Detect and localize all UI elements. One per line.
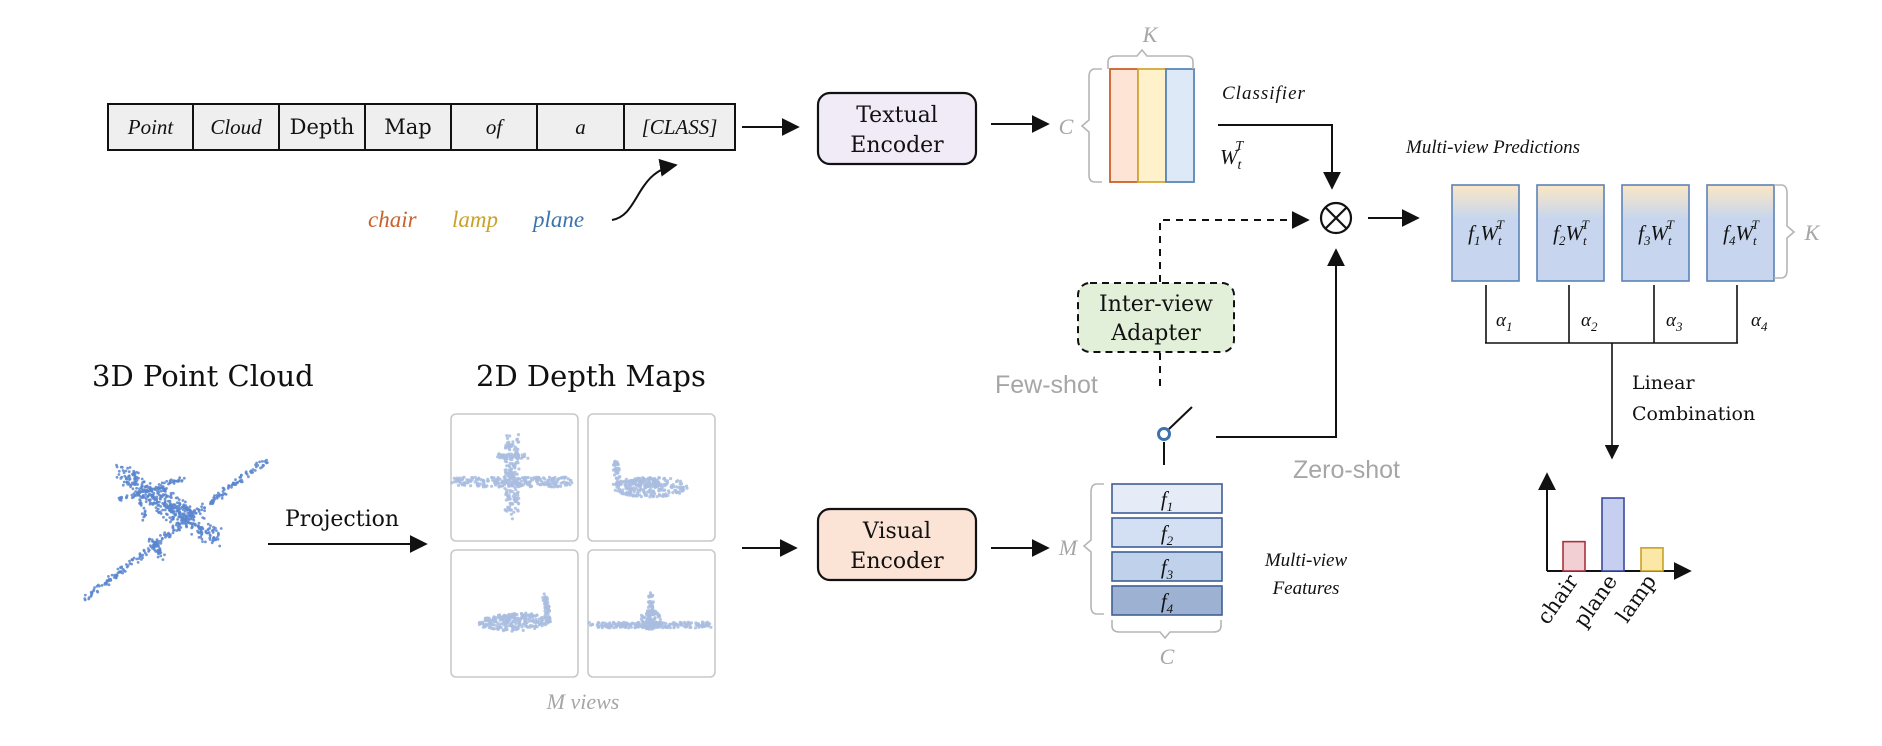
prompt-token-cell bbox=[278, 103, 366, 151]
feature-label: f3 bbox=[1161, 555, 1174, 582]
classifier-weight-columns bbox=[1109, 68, 1195, 183]
multiply-operator bbox=[1319, 201, 1353, 235]
classifier-column bbox=[1137, 68, 1167, 183]
classifier-dim-c: C bbox=[1059, 114, 1074, 139]
airplane-point-cloud bbox=[83, 458, 269, 602]
feature-cell bbox=[1111, 551, 1223, 582]
prompt-token-text: of bbox=[486, 115, 506, 139]
chart-category-label: lamp bbox=[1611, 570, 1661, 627]
predictions-k-brace bbox=[1774, 184, 1796, 279]
prompt-token-cell bbox=[107, 103, 194, 151]
multi-view-feature-stack: f1 f2 f3 f4 bbox=[1111, 483, 1223, 616]
prompt-token-text: Cloud bbox=[210, 115, 262, 139]
depth-silhouettes bbox=[450, 433, 713, 633]
prompt-token-text: Depth bbox=[290, 115, 355, 139]
classifier-dim-k: K bbox=[1142, 22, 1159, 47]
prediction-expression: f2WtT bbox=[1553, 217, 1589, 248]
textual-encoder-label-2: Encoder bbox=[850, 133, 944, 158]
prediction-box bbox=[1706, 184, 1775, 282]
visual-encoder-label-1: Visual bbox=[862, 519, 931, 544]
chart-bar-plane bbox=[1601, 497, 1625, 572]
alpha-weight-label: α4 bbox=[1751, 310, 1768, 334]
inter-view-adapter-box bbox=[1077, 282, 1235, 353]
depth-maps-title: 2D Depth Maps bbox=[476, 359, 706, 393]
prediction-expression: f3WtT bbox=[1638, 217, 1674, 248]
class-word-chair: chair bbox=[368, 207, 418, 232]
few-shot-label: Few-shot bbox=[995, 371, 1098, 399]
zero-shot-label: Zero-shot bbox=[1293, 456, 1400, 484]
alpha-weight-label: α2 bbox=[1581, 310, 1598, 334]
prediction-box bbox=[1621, 184, 1690, 282]
textual-encoder-box bbox=[816, 91, 978, 166]
combination-label-2: Combination bbox=[1632, 403, 1755, 425]
prompt-token-text: Map bbox=[384, 115, 431, 139]
classifier-column bbox=[1165, 68, 1195, 183]
arrow-class-into-prompt bbox=[611, 158, 678, 221]
classifier-label: Classifier bbox=[1222, 83, 1306, 104]
prompt-token-text: a bbox=[575, 115, 586, 139]
features-label-2: Features bbox=[1272, 578, 1340, 599]
feature-cell bbox=[1111, 483, 1223, 514]
arrow-classifier-to-multiply bbox=[1218, 124, 1341, 190]
classifier-c-brace bbox=[1080, 68, 1102, 183]
feature-cell bbox=[1111, 585, 1223, 616]
feature-label: f4 bbox=[1161, 589, 1174, 616]
classifier-weight-symbol: WtT bbox=[1220, 139, 1244, 173]
prompt-token-text: [CLASS] bbox=[642, 115, 718, 139]
prompt-token-text: Point bbox=[127, 115, 175, 139]
features-dim-m: M bbox=[1058, 535, 1079, 560]
prediction-expression: f4WtT bbox=[1723, 217, 1759, 248]
classifier-k-brace bbox=[1107, 48, 1194, 69]
prompt-token-cell bbox=[536, 103, 625, 151]
projection-label: Projection bbox=[285, 507, 399, 532]
prompt-token-cell bbox=[450, 103, 538, 151]
weighting-tree bbox=[1485, 285, 1738, 344]
alpha-weight-label: α3 bbox=[1666, 310, 1683, 334]
prompt-token-cell bbox=[623, 103, 736, 151]
chart-bar-chair bbox=[1562, 540, 1586, 572]
prediction-boxes: f1WtT f2WtT f3WtT f4WtT bbox=[1451, 184, 1775, 282]
prompt-token-row: Point Cloud Depth Map of a [CLASS] bbox=[107, 103, 736, 151]
class-word-plane: plane bbox=[531, 207, 584, 232]
prediction-box bbox=[1536, 184, 1605, 282]
zero-shot-path bbox=[1216, 248, 1345, 438]
feature-label: f2 bbox=[1161, 521, 1174, 548]
feature-label: f1 bbox=[1161, 487, 1173, 514]
adapter-label-1: Inter-view bbox=[1099, 292, 1213, 317]
alpha-weight-label: α1 bbox=[1496, 310, 1512, 334]
class-word-lamp: lamp bbox=[452, 207, 498, 232]
predictions-dim-k: K bbox=[1804, 220, 1821, 245]
prompt-token-cell bbox=[192, 103, 280, 151]
textual-encoder-label-1: Textual bbox=[856, 103, 938, 128]
feature-cell bbox=[1111, 517, 1223, 548]
visual-encoder-label-2: Encoder bbox=[850, 549, 944, 574]
predictions-title: Multi-view Predictions bbox=[1405, 137, 1580, 158]
features-label-1: Multi-view bbox=[1264, 550, 1348, 571]
prediction-box bbox=[1451, 184, 1520, 282]
prediction-expression: f1WtT bbox=[1468, 217, 1504, 248]
combination-label-1: Linear bbox=[1632, 372, 1696, 394]
chart-bar-lamp bbox=[1640, 547, 1664, 572]
visual-encoder-box bbox=[816, 507, 978, 582]
views-label: M views bbox=[546, 689, 620, 714]
adapter-label-2: Adapter bbox=[1110, 321, 1201, 346]
features-dim-c: C bbox=[1160, 644, 1175, 669]
features-c-brace bbox=[1111, 620, 1222, 640]
alpha-weights: α1 α2 α3 α4 bbox=[1496, 310, 1768, 334]
point-cloud-title: 3D Point Cloud bbox=[92, 359, 314, 393]
chart-category-label: plane bbox=[1569, 570, 1622, 632]
classifier-column bbox=[1109, 68, 1139, 183]
features-m-brace bbox=[1082, 483, 1104, 615]
mode-switch bbox=[1157, 406, 1193, 465]
